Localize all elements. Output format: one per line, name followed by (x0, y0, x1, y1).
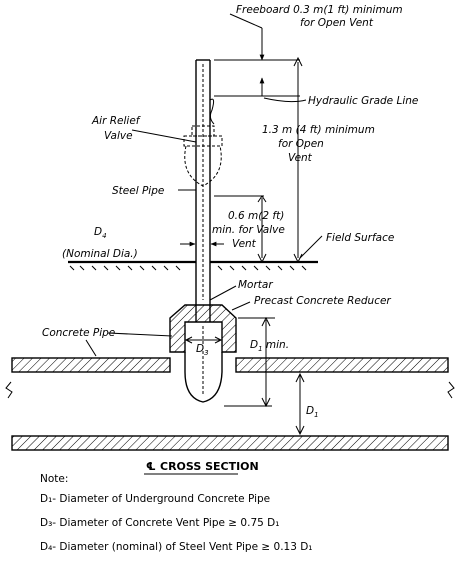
labels: Freeboard 0.3 m(1 ft) minimum for Open V… (42, 4, 418, 419)
air-relief-valve (183, 125, 223, 187)
centerline-mark: ℄ (146, 460, 156, 473)
min06-label-2: min. for Valve (212, 224, 285, 236)
nominal-dia-label: (Nominal Dia.) (62, 248, 138, 260)
hgl-label: Hydraulic Grade Line (308, 95, 418, 107)
d1-min-label: D1 min. (250, 339, 289, 353)
note-d4: D₄- Diameter (nominal) of Steel Vent Pip… (40, 541, 313, 553)
freeboard-label-2: for Open Vent (300, 17, 374, 29)
field-surface (68, 260, 318, 271)
air-relief-label-2: Valve (104, 130, 133, 142)
min13-label-2: for Open (278, 138, 324, 150)
min13-label: 1.3 m (4 ft) minimum (262, 124, 375, 136)
concrete-pipe-label: Concrete Pipe (42, 327, 115, 339)
note-d3: D₃- Diameter of Concrete Vent Pipe ≥ 0.7… (40, 517, 279, 529)
mortar-label: Mortar (238, 279, 273, 291)
steel-pipe-label: Steel Pipe (112, 185, 164, 197)
cross-section-title: CROSS SECTION (160, 460, 259, 473)
min06-label: 0.6 m(2 ft) (228, 210, 284, 222)
air-relief-label: Air Relief (91, 115, 142, 127)
steel-vent-pipe (195, 59, 215, 305)
notes-heading: Note: (40, 473, 68, 485)
field-surface-label: Field Surface (326, 232, 394, 244)
note-d1: D₁- Diameter of Underground Concrete Pip… (40, 493, 270, 505)
reducer-label: Precast Concrete Reducer (254, 295, 391, 307)
section-title: ℄ CROSS SECTION (144, 460, 259, 475)
notes: Note: D₁- Diameter of Underground Concre… (40, 473, 313, 553)
d3-label: D3 (196, 343, 209, 357)
min13-label-3: Vent (288, 152, 313, 164)
d1-label: D1 (306, 405, 319, 419)
concrete-pipe (5, 326, 455, 451)
d4-label: D4 (94, 226, 107, 240)
min06-label-3: Vent (232, 238, 257, 250)
dimension-lines (85, 13, 323, 436)
freeboard-label: Freeboard 0.3 m(1 ft) minimum (236, 4, 403, 16)
